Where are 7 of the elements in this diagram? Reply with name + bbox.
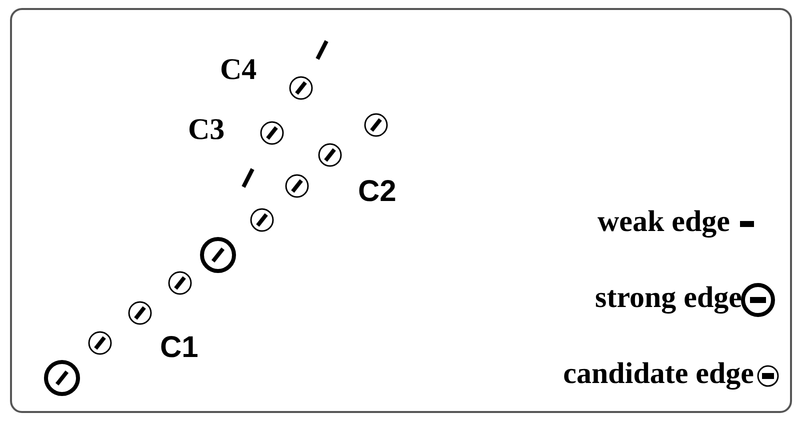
curve-label: C2 — [358, 176, 396, 208]
legend-label: strong edge — [595, 282, 742, 314]
curve-label: C4 — [220, 54, 257, 86]
legend-label: weak edge — [598, 206, 730, 238]
legend-label: candidate edge — [563, 358, 754, 390]
curve-label: C3 — [188, 114, 225, 146]
curve-label: C1 — [160, 332, 198, 364]
